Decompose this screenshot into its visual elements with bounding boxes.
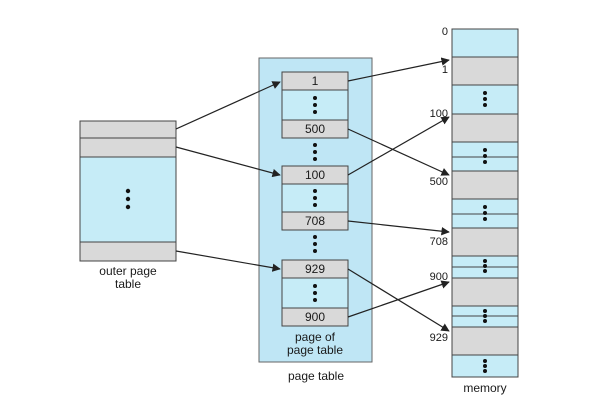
- memory-address-1: 1: [442, 64, 448, 76]
- outer-entry-1: [79, 120, 177, 139]
- ellipsis-icon: [313, 235, 317, 253]
- memory-frame-929: [451, 326, 519, 356]
- memory-frame-1: [451, 56, 519, 86]
- arrow-entry900-to-mem: [347, 280, 450, 318]
- page-of-page-table-1: 1 500: [281, 71, 349, 139]
- outer-entry-2: [79, 137, 177, 158]
- page-table-label: page table: [288, 369, 344, 383]
- memory-address-929: 929: [430, 332, 448, 344]
- memory-address-708: 708: [430, 236, 448, 248]
- arrow-outer-to-pt2: [175, 146, 281, 178]
- memory-address-0: 0: [442, 26, 448, 38]
- memory-address-900: 900: [430, 271, 448, 283]
- memory-frame-100: [451, 113, 519, 143]
- arrow-entry1-to-mem: [347, 57, 450, 82]
- arrow-entry500-to-mem: [347, 128, 450, 176]
- pt-entry-500-text: 500: [305, 122, 325, 136]
- page-table-panel: page table 1 500 100: [258, 57, 373, 383]
- page-of-page-table-label-1: page of: [295, 330, 336, 344]
- memory-frame-708: [451, 227, 519, 257]
- arrow-outer-to-pt3: [175, 250, 281, 272]
- page-of-page-table-3: 929 900: [281, 259, 349, 327]
- ellipsis-icon: [313, 189, 317, 207]
- memory-label: memory: [463, 381, 506, 395]
- ellipsis-icon: [483, 91, 487, 373]
- pt-entry-708-text: 708: [305, 214, 325, 228]
- arrows: [175, 57, 450, 332]
- ellipsis-icon: [313, 284, 317, 302]
- memory-address-500: 500: [430, 176, 448, 188]
- arrow-entry100-to-mem: [347, 116, 450, 176]
- ellipsis-icon: [313, 96, 317, 114]
- memory-frame-900: [451, 277, 519, 307]
- pt-entry-1-text: 1: [312, 74, 319, 88]
- memory-column: 0 1 100 500 708 900 929 memory: [430, 26, 519, 395]
- outer-page-table-label-1: outer page: [99, 264, 157, 278]
- outer-page-table-label-2: table: [115, 277, 141, 291]
- ellipsis-icon: [313, 143, 317, 161]
- memory-address-100: 100: [430, 108, 448, 120]
- pt-entry-929-text: 929: [305, 262, 325, 276]
- memory-frame-500: [451, 170, 519, 200]
- ellipsis-icon: [125, 188, 131, 210]
- page-of-page-table-label-2: page table: [287, 343, 343, 357]
- pt-entry-900-text: 900: [305, 310, 325, 324]
- outer-page-table: outer page table: [79, 120, 177, 291]
- outer-entry-last: [79, 241, 177, 262]
- page-of-page-table-2: 100 708: [281, 165, 349, 231]
- arrow-outer-to-pt1: [175, 81, 281, 130]
- pt-entry-100-text: 100: [305, 168, 325, 182]
- arrow-entry708-to-mem: [347, 220, 450, 236]
